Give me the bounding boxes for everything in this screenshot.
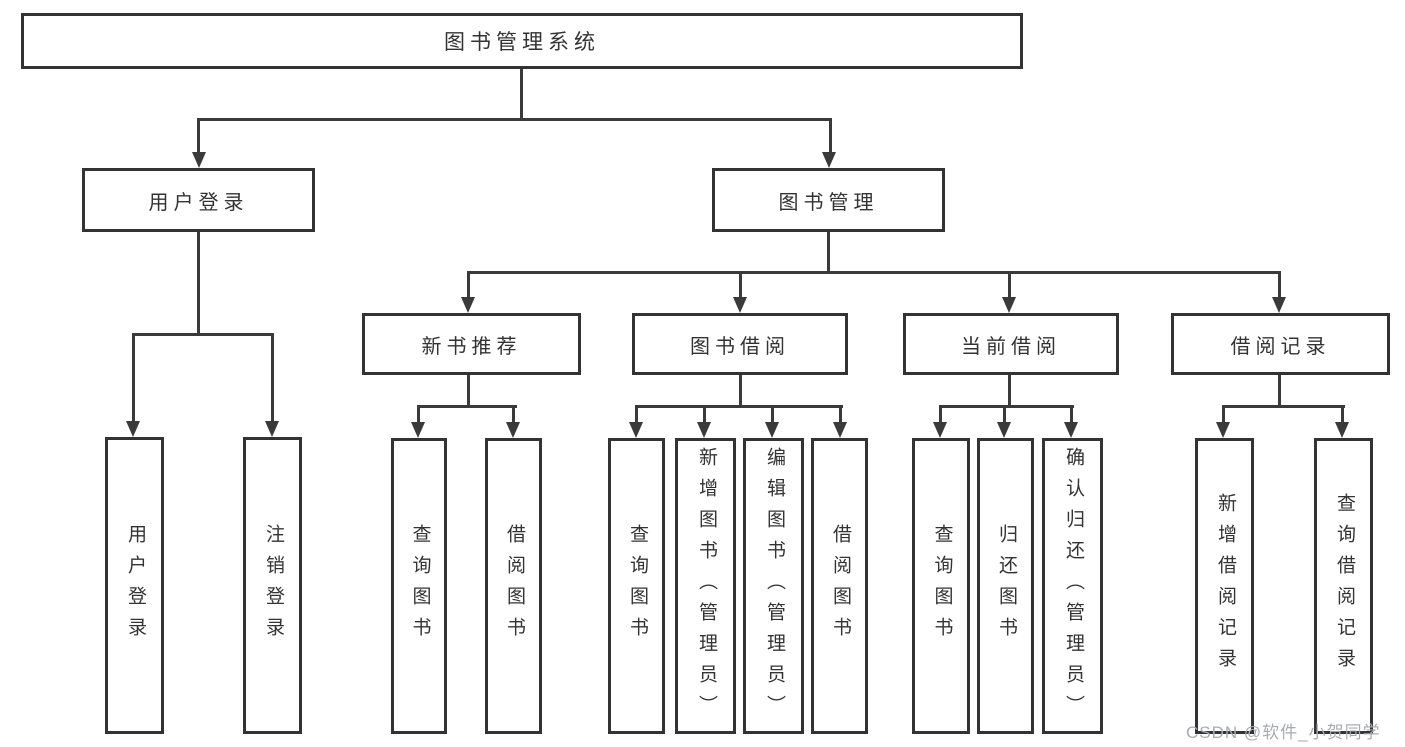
connector-line — [827, 232, 830, 274]
arrow-down-icon — [411, 422, 425, 438]
node-new-book-recommend: 新书推荐 — [362, 313, 581, 375]
leaf-borrow-borrow-books: 借阅图书 — [811, 438, 868, 734]
connector-line — [197, 118, 832, 121]
arrow-down-icon — [933, 422, 947, 438]
connector-line — [839, 405, 842, 425]
connector-line — [417, 405, 420, 425]
leaf-borrow-edit-books-admin: 编辑图书（管理员） — [743, 438, 804, 734]
leaf-newbook-query-books-label: 查询图书 — [409, 524, 431, 648]
connector-line — [635, 405, 843, 408]
leaf-records-query-record: 查询借阅记录 — [1314, 438, 1373, 734]
node-current-borrow: 当前借阅 — [903, 313, 1119, 375]
connector-line — [1222, 405, 1345, 408]
connector-line — [197, 118, 200, 156]
node-borrow-records: 借阅记录 — [1171, 313, 1390, 375]
connector-line — [1003, 405, 1006, 425]
connector-line — [467, 271, 470, 301]
arrow-down-icon — [765, 422, 779, 438]
leaf-borrow-add-books-admin: 新增图书（管理员） — [675, 438, 736, 734]
leaf-current-return-books: 归还图书 — [977, 438, 1034, 734]
connector-line — [939, 405, 1074, 408]
leaf-newbook-borrow-books-label: 借阅图书 — [503, 524, 525, 648]
arrow-down-icon — [461, 297, 475, 313]
node-user-login-label: 用户登录 — [148, 191, 249, 214]
connector-line — [520, 69, 523, 120]
connector-line — [1278, 271, 1281, 301]
leaf-borrow-query-books-label: 查询图书 — [626, 524, 648, 648]
arrow-down-icon — [822, 152, 836, 168]
node-new-book-recommend-label: 新书推荐 — [421, 335, 522, 358]
connector-line — [1008, 375, 1011, 408]
node-borrow-records-label: 借阅记录 — [1230, 335, 1331, 358]
connector-line — [829, 118, 832, 156]
connector-line — [271, 333, 274, 425]
leaf-borrow-borrow-books-label: 借阅图书 — [829, 524, 851, 648]
connector-line — [1222, 405, 1225, 425]
leaf-logout-login-label: 注销登录 — [262, 523, 284, 648]
arrow-down-icon — [997, 422, 1011, 438]
connector-line — [1070, 405, 1073, 425]
connector-line — [635, 405, 638, 425]
connector-line — [132, 333, 135, 425]
leaf-user-login-label: 用户登录 — [124, 523, 146, 648]
arrow-down-icon — [126, 421, 140, 437]
arrow-down-icon — [629, 422, 643, 438]
connector-line — [1341, 405, 1344, 425]
arrow-down-icon — [1272, 297, 1286, 313]
arrow-down-icon — [192, 152, 206, 168]
connector-line — [739, 271, 742, 301]
leaf-newbook-borrow-books: 借阅图书 — [485, 438, 542, 734]
arrow-down-icon — [506, 422, 520, 438]
arrow-down-icon — [265, 421, 279, 437]
connector-line — [739, 375, 742, 408]
csdn-watermark: CSDN @软件_小贺同学 — [1186, 723, 1381, 742]
leaf-records-query-record-label: 查询借阅记录 — [1333, 493, 1355, 679]
leaf-borrow-query-books: 查询图书 — [608, 438, 665, 734]
leaf-current-confirm-return-admin-label: 确认归还（管理员） — [1062, 446, 1084, 726]
arrow-down-icon — [833, 422, 847, 438]
connector-line — [939, 405, 942, 425]
arrow-down-icon — [1335, 422, 1349, 438]
node-book-management: 图书管理 — [712, 168, 945, 232]
connector-line — [1008, 271, 1011, 301]
leaf-newbook-query-books: 查询图书 — [391, 438, 447, 734]
arrow-down-icon — [1002, 297, 1016, 313]
connector-line — [467, 375, 470, 408]
connector-line — [197, 232, 200, 336]
node-user-login: 用户登录 — [82, 168, 315, 232]
leaf-current-return-books-label: 归还图书 — [995, 524, 1017, 648]
connector-line — [132, 333, 274, 336]
node-current-borrow-label: 当前借阅 — [961, 335, 1061, 358]
connector-line — [771, 405, 774, 425]
node-root: 图书管理系统 — [21, 13, 1023, 69]
leaf-logout-login: 注销登录 — [243, 437, 302, 734]
connector-line — [467, 271, 1281, 274]
connector-line — [703, 405, 706, 425]
node-book-borrow-label: 图书借阅 — [690, 335, 790, 358]
node-book-borrow: 图书借阅 — [632, 313, 848, 375]
connector-line — [417, 405, 517, 408]
leaf-records-add-record: 新增借阅记录 — [1195, 438, 1254, 734]
leaf-records-add-record-label: 新增借阅记录 — [1214, 493, 1236, 679]
leaf-user-login: 用户登录 — [105, 437, 164, 734]
arrow-down-icon — [1216, 422, 1230, 438]
leaf-current-confirm-return-admin: 确认归还（管理员） — [1042, 438, 1103, 734]
leaf-current-query-books-label: 查询图书 — [931, 524, 953, 648]
node-root-label: 图书管理系统 — [444, 31, 600, 54]
leaf-borrow-add-books-admin-label: 新增图书（管理员） — [695, 446, 717, 726]
connector-line — [1278, 375, 1281, 408]
arrow-down-icon — [733, 297, 747, 313]
connector-line — [512, 405, 515, 425]
arrow-down-icon — [1064, 422, 1078, 438]
leaf-current-query-books: 查询图书 — [912, 438, 970, 734]
leaf-borrow-edit-books-admin-label: 编辑图书（管理员） — [763, 446, 785, 726]
arrow-down-icon — [697, 422, 711, 438]
node-book-management-label: 图书管理 — [778, 191, 879, 214]
